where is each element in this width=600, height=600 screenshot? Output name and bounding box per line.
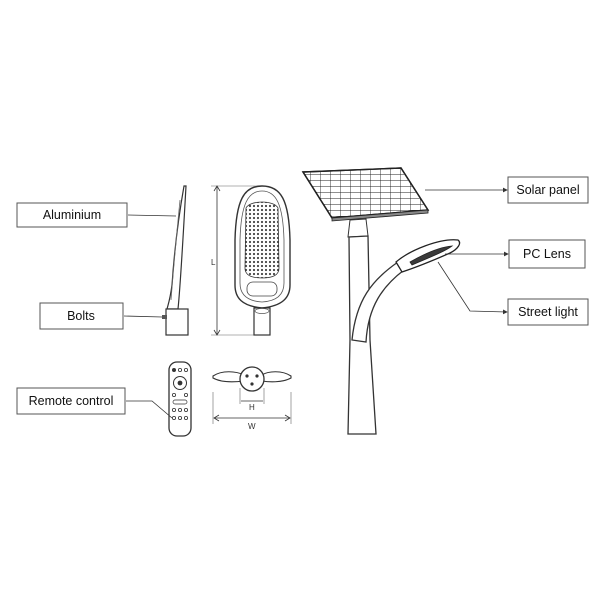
aluminium-label: Aluminium — [43, 208, 101, 222]
solar-panel-frame — [301, 167, 430, 219]
remote-dpad — [173, 376, 187, 390]
front-housing-inner — [239, 190, 285, 303]
housing-fin — [170, 199, 181, 301]
callout-solar-panel: Solar panel — [507, 176, 589, 204]
front-mount-neck — [253, 307, 271, 336]
front-view: L — [211, 185, 291, 336]
callout-pc-lens: PC Lens — [508, 239, 586, 269]
solar-panel-label: Solar panel — [516, 183, 579, 197]
aluminium-housing-side — [166, 185, 187, 310]
remote-control-label: Remote control — [29, 394, 114, 408]
top-view-hub — [239, 366, 265, 392]
street-light-leader — [437, 261, 508, 315]
street-light-label: Street light — [518, 305, 578, 319]
callout-bolts: Bolts — [39, 302, 124, 330]
led-array — [244, 201, 280, 279]
panel-bracket — [347, 218, 369, 238]
top-view-left-wing — [212, 371, 245, 383]
remote-control-leader — [126, 400, 173, 419]
mounting-bracket-side — [165, 308, 189, 336]
remote-body — [168, 361, 192, 437]
pole-assembly — [301, 167, 461, 435]
bolts-label: Bolts — [67, 309, 95, 323]
width-dimension-label: W — [248, 422, 256, 431]
length-dimension-label: L — [211, 258, 216, 267]
callout-aluminium: Aluminium — [16, 202, 128, 228]
callout-street-light: Street light — [507, 298, 589, 326]
side-profile-view — [162, 185, 189, 336]
callout-remote-control: Remote control — [16, 387, 126, 415]
aluminium-leader — [127, 214, 177, 217]
pc-lens-drawing — [409, 245, 454, 266]
bolts-leader — [123, 315, 163, 318]
pc-lens-label: PC Lens — [523, 247, 571, 261]
top-view: H W — [212, 366, 292, 431]
driver-compartment — [246, 281, 278, 297]
bolt-head — [162, 315, 167, 319]
height-dimension-label: H — [249, 403, 255, 412]
top-view-right-wing — [261, 371, 292, 383]
leader-lines — [123, 187, 509, 419]
remote-power-button — [172, 368, 176, 372]
remote-control-drawing — [168, 361, 192, 437]
solar-panel-edge — [331, 209, 429, 222]
